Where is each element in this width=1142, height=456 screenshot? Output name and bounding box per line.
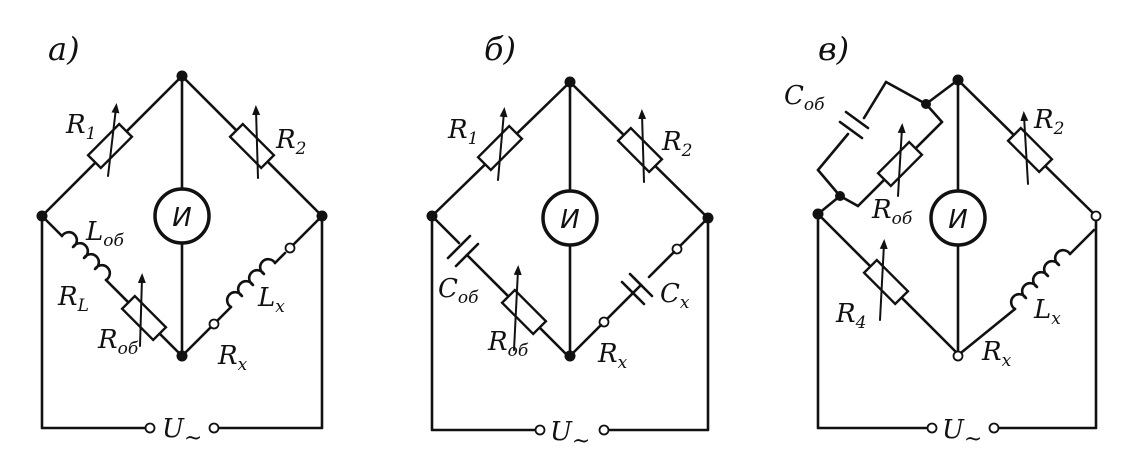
supply-terminal xyxy=(988,422,1000,434)
variable-arrow xyxy=(1020,111,1029,185)
meter-label: И xyxy=(172,203,191,233)
bridge-diagram-a: а) xyxy=(36,30,328,451)
label-rob: Rоб xyxy=(871,195,913,229)
arm-lx xyxy=(960,214,1098,354)
variable-arrow xyxy=(137,273,146,347)
label-lob: Lоб xyxy=(85,217,125,251)
arm-r4 xyxy=(816,212,960,356)
diagram-c-letter: в) xyxy=(818,30,849,68)
label-lx: Lx xyxy=(257,283,285,317)
variable-arrow xyxy=(897,123,906,197)
arm-r2 xyxy=(956,78,1098,218)
arm-lx xyxy=(180,214,324,358)
variable-arrow xyxy=(252,105,261,179)
variable-arrow xyxy=(107,103,120,177)
variable-arrow xyxy=(497,107,508,181)
arm-r1 xyxy=(40,74,184,218)
label-r4: R4 xyxy=(835,299,866,333)
label-supply: U~ xyxy=(942,415,982,452)
indicator-meter xyxy=(929,189,987,247)
label-cob: Cоб xyxy=(784,81,825,115)
label-lx: Lx xyxy=(1033,295,1061,329)
arm-r1 xyxy=(430,80,572,218)
arm-r2 xyxy=(180,74,324,218)
inductor-lob xyxy=(60,230,112,282)
label-r1: R1 xyxy=(65,110,96,144)
label-r2: R2 xyxy=(275,125,306,159)
diagram-a-letter: а) xyxy=(48,30,80,68)
terminal xyxy=(1090,210,1102,222)
bridge-diagram-c: в) xyxy=(784,30,1102,452)
label-cx: Cx xyxy=(660,279,690,313)
label-rob: Rоб xyxy=(97,325,139,359)
supply-terminal xyxy=(208,422,220,434)
arm-r2 xyxy=(568,80,710,220)
variable-arrow xyxy=(879,239,888,321)
terminal xyxy=(952,350,964,362)
bridge-diagram-b: б) xyxy=(426,30,714,454)
terminal xyxy=(208,318,220,330)
meter-label: И xyxy=(948,205,967,235)
meter-label: И xyxy=(560,205,579,235)
variable-arrow xyxy=(513,265,522,351)
variable-arrow xyxy=(638,109,647,183)
supply-terminal xyxy=(144,422,156,434)
supply-terminal xyxy=(534,424,546,436)
terminal xyxy=(284,242,296,254)
label-supply: U~ xyxy=(550,417,590,454)
label-r2: R2 xyxy=(1033,105,1064,139)
label-rob: Rоб xyxy=(487,327,529,361)
label-supply: U~ xyxy=(162,414,202,451)
label-rx: Rx xyxy=(597,339,628,373)
supply-terminal xyxy=(926,422,938,434)
inductor-lx xyxy=(225,257,277,309)
arm-cob-rob xyxy=(430,214,572,360)
capacitor-plate xyxy=(446,234,472,260)
label-cob: Cоб xyxy=(438,274,479,308)
label-rx: Rx xyxy=(217,341,248,375)
inductor-lx xyxy=(1009,248,1072,311)
label-r1: R1 xyxy=(447,115,478,149)
supply-terminal xyxy=(598,424,610,436)
label-rl: RL xyxy=(57,282,89,316)
label-rx: Rx xyxy=(981,337,1012,371)
diagram-b-letter: б) xyxy=(484,30,516,68)
indicator-meter xyxy=(153,187,211,245)
label-r2: R2 xyxy=(661,127,692,161)
arm-lob-rob xyxy=(40,214,184,358)
indicator-meter xyxy=(541,189,599,247)
arm-cx xyxy=(568,216,710,358)
capacitor-plate xyxy=(838,120,864,140)
capacitor-plate xyxy=(844,110,870,130)
